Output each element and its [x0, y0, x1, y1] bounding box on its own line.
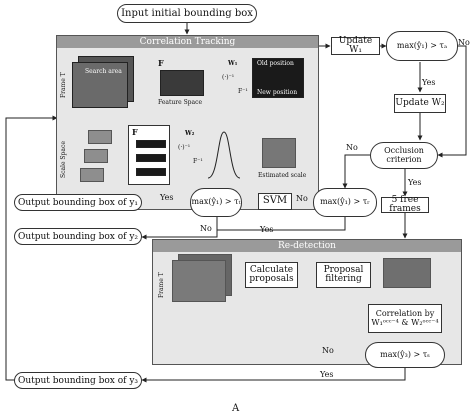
estimated-scale-label: Estimated scale	[258, 172, 307, 179]
F-label: F	[158, 58, 164, 68]
five-free-frames: 5 free frames	[381, 195, 429, 214]
estimated-scale-image	[262, 138, 296, 168]
scale-feature-slab-1	[136, 140, 166, 148]
redetection-title: Re-detection	[153, 240, 461, 252]
yes-label-tt: Yes	[160, 193, 174, 202]
no-label-tr: No	[296, 194, 308, 203]
scale-feature-slab-3	[136, 168, 166, 176]
proposal-filtering-box: Proposal filtering	[316, 262, 371, 288]
response-map	[252, 58, 304, 98]
inverse-label: (·)⁻¹	[222, 74, 235, 81]
output-y1: Output bounding box of y₁	[14, 194, 142, 211]
feature-space-label: Feature Space	[158, 99, 203, 106]
new-position-label: New position	[257, 89, 298, 96]
svm-box: SVM	[258, 193, 292, 210]
occlusion-criterion: Occlusion criterion	[370, 142, 438, 169]
yes-label-occ: Yes	[408, 178, 422, 187]
feature-space-map	[160, 70, 204, 96]
no-label-ts: No	[322, 346, 334, 355]
frame-image	[72, 62, 128, 108]
old-position-label: Old position	[257, 60, 294, 67]
w2-label: W₂	[185, 130, 195, 137]
w1-label: W₁	[228, 60, 238, 67]
Finv-label: F⁻¹	[238, 88, 248, 95]
correlation-tracking-title: Correlation Tracking	[57, 36, 318, 48]
threshold-r-decision: max(ŷ₁) > τᵣ	[313, 188, 377, 217]
threshold-s-decision: max(ŷ₃) > τₛ	[365, 342, 445, 368]
update-w1-box: Update W₁	[331, 36, 380, 55]
start-node: Input initial bounding box	[117, 4, 257, 23]
update-w2-box: Update W₂	[394, 94, 446, 113]
scale-feature-slab-2	[136, 154, 166, 162]
yes-label-a: Yes	[422, 78, 436, 87]
no-label-occ: No	[346, 143, 358, 152]
calculate-proposals-box: Calculate proposals	[245, 262, 298, 288]
no-label-a: No	[458, 38, 470, 47]
scale-sample-2	[84, 149, 108, 163]
threshold-t-decision: max(ŷ₁) > τₜ	[190, 188, 242, 217]
scale-F-label: F	[132, 127, 138, 137]
scale-sample-1	[88, 130, 112, 144]
figure-caption: A	[232, 403, 240, 414]
yes-label-ts: Yes	[320, 370, 334, 379]
scale-sample-3	[80, 168, 104, 182]
search-area-label: Search area	[85, 68, 122, 75]
output-y3: Output bounding box of y₃	[14, 372, 142, 389]
redetection-result-image	[383, 258, 431, 288]
yes-label-tr: Yes	[260, 225, 274, 234]
redetection-frame-image	[172, 260, 226, 302]
scale-Finv-label: F⁻¹	[193, 158, 203, 165]
correlation-w-box: Correlation by W₁ᵒᶜᶜ⁻⁴ & W₂ᵒᶜᶜ⁻⁴	[368, 304, 442, 333]
output-y2: Output bounding box of y₂	[14, 228, 142, 245]
threshold-a-decision: max(ŷ₁) > τₐ	[386, 31, 458, 61]
redetection-frame-label: Frame T	[158, 272, 165, 298]
no-label-tt: No	[200, 224, 212, 233]
scale-inverse-label: (·)⁻¹	[178, 144, 191, 151]
